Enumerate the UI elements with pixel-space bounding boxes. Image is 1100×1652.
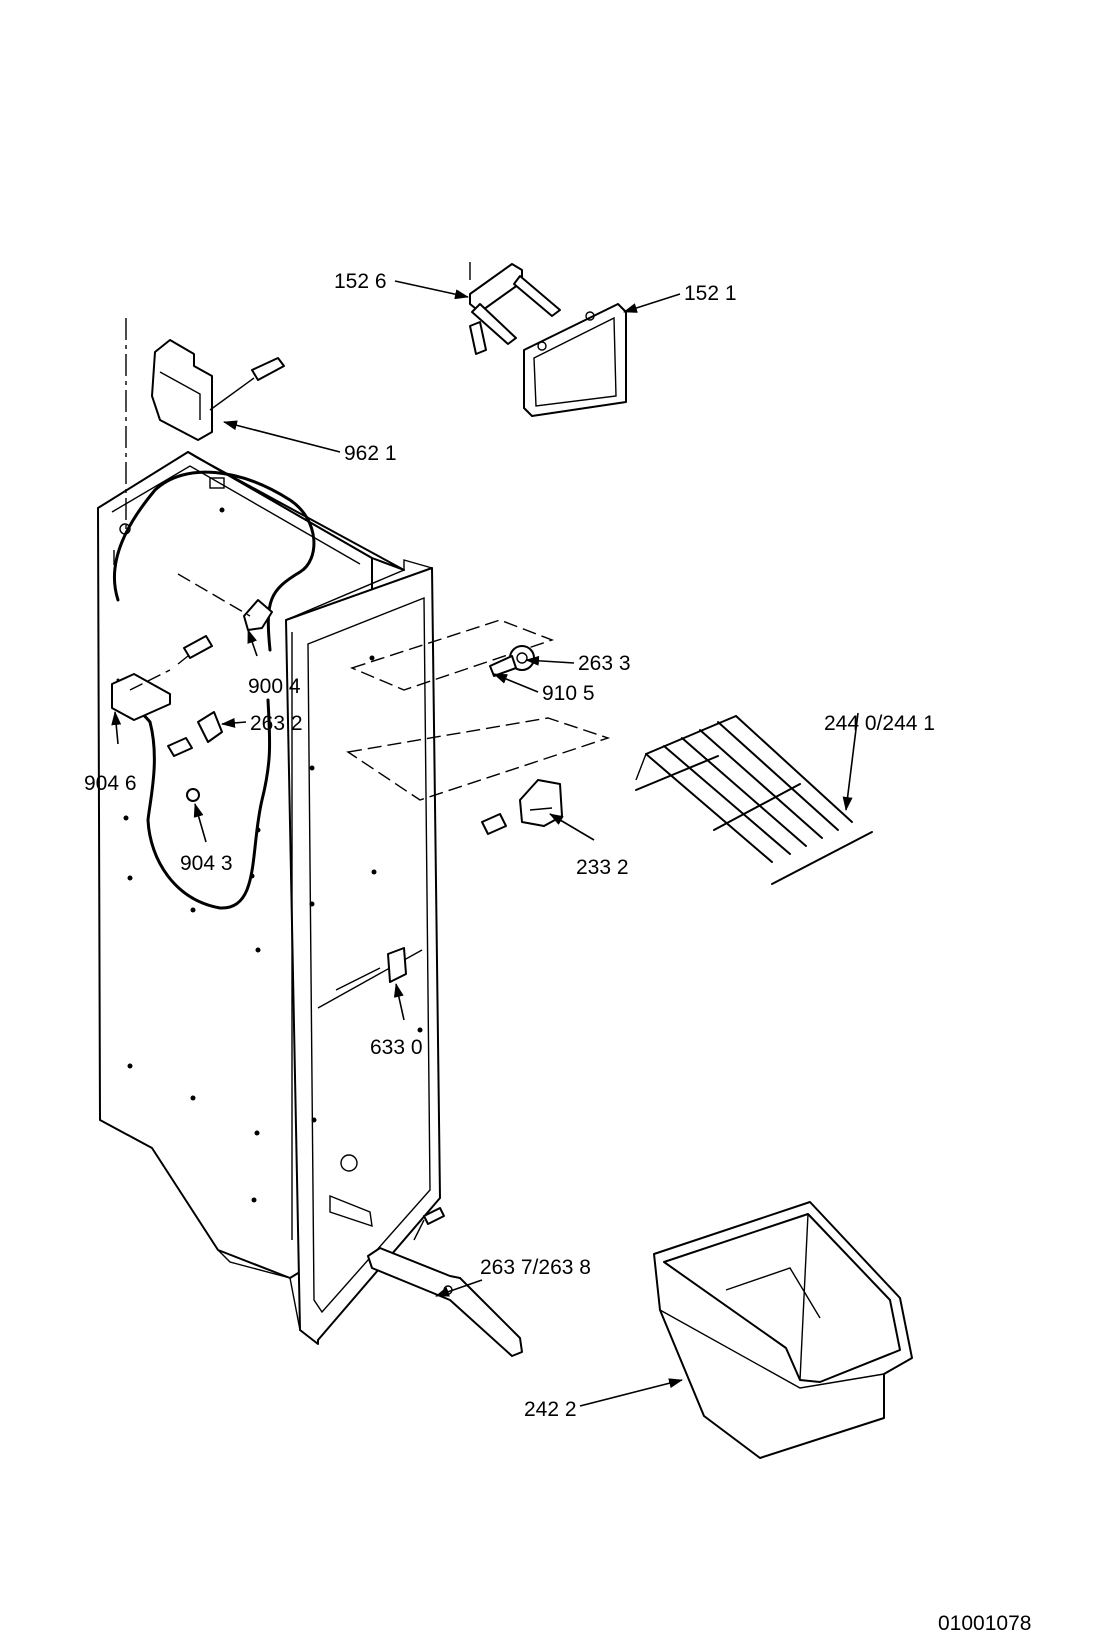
callout-900-4: 900 4 bbox=[248, 675, 301, 698]
drawing-number: 01001078 bbox=[938, 1612, 1031, 1635]
ice-bin-part bbox=[653, 1201, 913, 1459]
shelf-support-part bbox=[481, 779, 563, 835]
callout-labels: 152 6 152 1 962 1 263 3 910 5 900 4 263 … bbox=[84, 270, 1031, 1635]
callout-263-3: 263 3 bbox=[578, 652, 631, 675]
light-switch-part bbox=[335, 947, 407, 991]
screw-and-clip-parts bbox=[111, 573, 273, 802]
callout-233-2: 233 2 bbox=[576, 856, 629, 879]
callout-152-1: 152 1 bbox=[684, 282, 737, 305]
wire-shelf-part bbox=[635, 715, 873, 885]
callout-904-3: 904 3 bbox=[180, 852, 233, 875]
hinge-bracket-part bbox=[151, 339, 285, 441]
callout-962-1: 962 1 bbox=[344, 442, 397, 465]
callout-904-6: 904 6 bbox=[84, 772, 137, 795]
freezer-liner-cabinet bbox=[97, 451, 441, 1345]
wire-harness bbox=[112, 470, 316, 910]
mounting-plane-upper bbox=[349, 619, 555, 691]
leader-lines bbox=[111, 280, 859, 1407]
callout-263-7-263-8: 263 7/263 8 bbox=[480, 1256, 591, 1279]
callout-263-2: 263 2 bbox=[250, 712, 303, 735]
callout-244-0-244-1: 244 0/244 1 bbox=[824, 712, 935, 735]
callout-242-2: 242 2 bbox=[524, 1398, 577, 1421]
roller-parts bbox=[489, 645, 535, 677]
cover-and-bracket-parts bbox=[469, 262, 627, 417]
callout-910-5: 910 5 bbox=[542, 682, 595, 705]
callout-152-6: 152 6 bbox=[334, 270, 387, 293]
mounting-plane-lower bbox=[346, 717, 611, 801]
callout-633-0: 633 0 bbox=[370, 1036, 423, 1059]
